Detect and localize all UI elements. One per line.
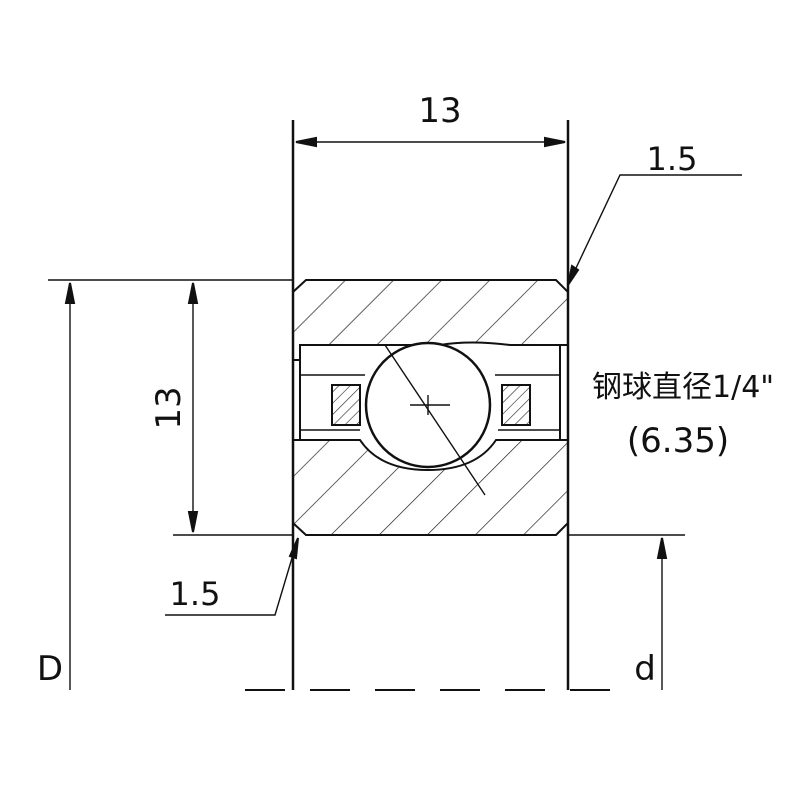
ball-diameter-note: 钢球直径1/4" (592, 370, 774, 405)
outer-ring (292, 279, 569, 361)
inner-diameter-label: d (634, 649, 656, 689)
chamfer-label-bottom: 1.5 (170, 575, 221, 613)
outer-diameter-label: D (37, 649, 63, 689)
cage-right (501, 384, 531, 426)
cage-left (331, 384, 361, 426)
chamfer-leader-top (567, 174, 742, 286)
inner-ring (292, 439, 569, 536)
chamfer-label-top: 1.5 (647, 140, 698, 178)
chamfer-leader-bottom (165, 537, 299, 616)
contact-angle-line (384, 344, 486, 496)
height-label: 13 (149, 386, 189, 429)
ball-diameter-mm: (6.35) (627, 421, 729, 461)
width-label: 13 (418, 91, 461, 131)
